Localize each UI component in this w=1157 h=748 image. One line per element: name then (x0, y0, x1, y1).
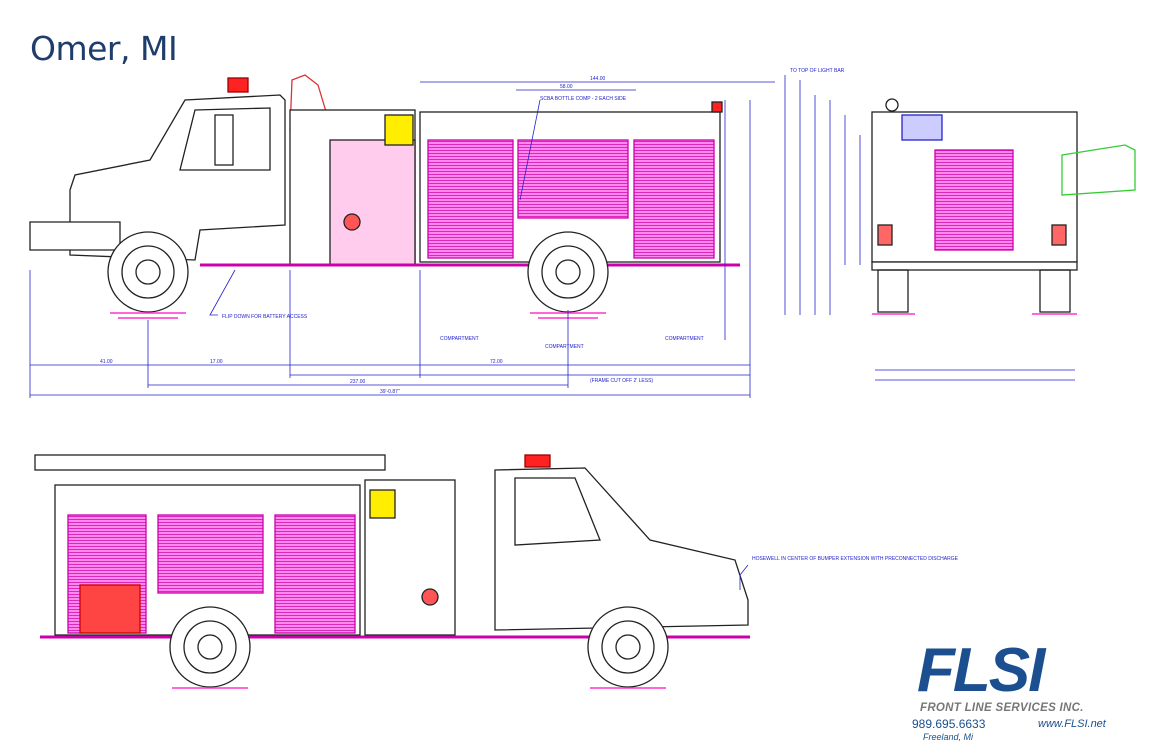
dim-label: 237.00 (350, 379, 366, 385)
note-compartment-mid: COMPARTMENT (545, 344, 584, 350)
note-frame-cut: (FRAME CUT OFF 2' LESS) (590, 378, 653, 384)
note-light-bar: TO TOP OF LIGHT BAR (790, 68, 845, 74)
page-title: Omer, MI (30, 29, 178, 68)
dimension-lines-top (29, 81, 775, 398)
logo-phone: 989.695.6633 (912, 717, 986, 731)
side-view-driver (29, 74, 740, 319)
dimension-lines-rear (784, 75, 1075, 381)
note-compartment-left: COMPARTMENT (440, 336, 479, 342)
dim-label: 17.00 (210, 359, 223, 365)
dim-label: 58.00 (560, 84, 573, 90)
side-view-officer (34, 454, 750, 689)
dim-overall: 39'-0.87" (380, 389, 400, 395)
dim-label: 144.00 (590, 76, 606, 82)
dim-label: 41.00 (100, 359, 113, 365)
rear-view (871, 98, 1136, 315)
logo-website: www.FLSI.net (1038, 718, 1106, 730)
note-compartment-right: COMPARTMENT (665, 336, 704, 342)
logo-city: Freeland, Mi (923, 732, 974, 742)
flsi-logo: FLSI FRONT LINE SERVICES INC. 989.695.66… (905, 636, 1150, 745)
dim-label: 72.00 (490, 359, 503, 365)
logo-wordmark: FLSI (917, 636, 1045, 705)
note-hosewell: HOSEWELL IN CENTER OF BUMPER EXTENSION W… (752, 556, 959, 562)
note-flip-down: FLIP DOWN FOR BATTERY ACCESS (222, 314, 308, 320)
logo-company-name: FRONT LINE SERVICES INC. (920, 702, 1084, 714)
note-scba: SCBA BOTTLE COMP - 2 EACH SIDE (540, 96, 627, 102)
